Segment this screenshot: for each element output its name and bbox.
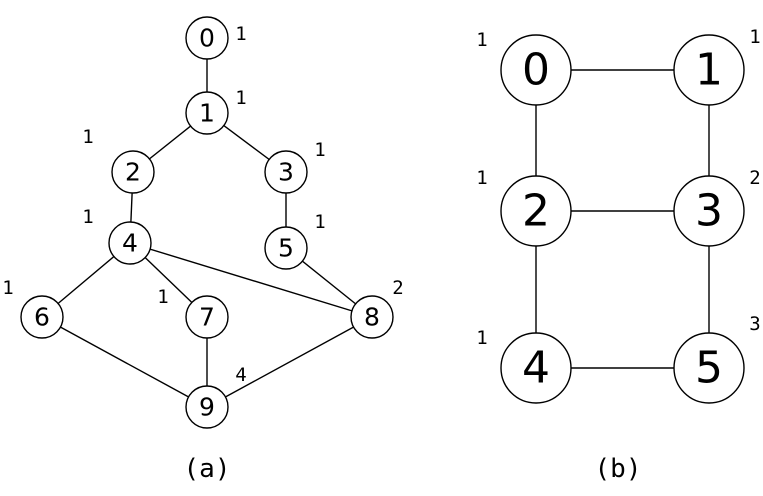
node-circle — [185, 295, 229, 339]
node-label: 1 — [695, 45, 723, 96]
node-weight: 2 — [749, 167, 760, 189]
node-a-5: 51 — [264, 211, 326, 270]
node-a-2: 21 — [82, 126, 155, 194]
node-label: 1 — [199, 99, 215, 128]
node-b-5: 53 — [673, 313, 761, 404]
node-weight: 1 — [235, 87, 246, 109]
node-circle — [185, 16, 229, 60]
node-label: 7 — [199, 303, 215, 332]
node-weight: 1 — [82, 126, 93, 148]
node-label: 0 — [199, 24, 215, 53]
node-circle — [264, 150, 308, 194]
node-weight: 1 — [2, 277, 13, 299]
node-b-1: 11 — [673, 26, 761, 106]
node-circle — [673, 332, 745, 404]
node-weight: 1 — [476, 327, 487, 349]
node-weight: 1 — [314, 211, 325, 233]
node-a-7: 71 — [157, 286, 229, 339]
node-circle — [673, 175, 745, 247]
node-label: 9 — [199, 393, 215, 422]
node-circle — [500, 175, 572, 247]
node-label: 2 — [522, 186, 550, 237]
node-circle — [111, 150, 155, 194]
node-circle — [185, 91, 229, 135]
node-b-4: 41 — [476, 327, 572, 404]
node-label: 3 — [695, 186, 723, 237]
node-circle — [264, 226, 308, 270]
node-circle — [500, 34, 572, 106]
node-label: 0 — [522, 45, 550, 96]
node-label: 5 — [695, 343, 723, 394]
edge-a-4-8 — [129, 242, 373, 318]
node-circle — [350, 295, 394, 339]
node-circle — [108, 221, 152, 265]
node-circle — [20, 295, 64, 339]
node-weight: 1 — [476, 167, 487, 189]
node-weight: 1 — [235, 23, 246, 45]
node-label: 6 — [34, 303, 50, 332]
caption-b: (b) — [595, 454, 642, 484]
node-b-3: 32 — [673, 167, 761, 247]
node-b-2: 21 — [476, 167, 572, 247]
node-weight: 1 — [476, 29, 487, 51]
node-weight: 1 — [157, 286, 168, 308]
node-weight: 2 — [392, 277, 403, 299]
edge-a-8-9 — [206, 316, 373, 408]
node-a-4: 41 — [82, 206, 152, 265]
node-b-0: 01 — [476, 29, 572, 106]
edge-a-6-9 — [41, 316, 208, 408]
caption-a: (a) — [184, 454, 231, 484]
node-label: 8 — [364, 303, 380, 332]
node-a-6: 61 — [2, 277, 64, 339]
node-circle — [673, 34, 745, 106]
node-label: 4 — [522, 343, 550, 394]
node-weight: 3 — [749, 313, 760, 335]
node-weight: 4 — [235, 364, 246, 386]
node-weight: 1 — [749, 26, 760, 48]
node-circle — [500, 332, 572, 404]
node-a-8: 82 — [350, 277, 404, 339]
node-circle — [185, 385, 229, 429]
node-label: 4 — [122, 229, 138, 258]
node-label: 3 — [278, 158, 294, 187]
node-a-3: 31 — [264, 139, 326, 194]
node-a-1: 11 — [185, 87, 247, 135]
node-label: 5 — [278, 234, 294, 263]
node-weight: 1 — [314, 139, 325, 161]
node-a-9: 94 — [185, 364, 247, 429]
node-weight: 1 — [82, 206, 93, 228]
node-label: 2 — [125, 158, 141, 187]
